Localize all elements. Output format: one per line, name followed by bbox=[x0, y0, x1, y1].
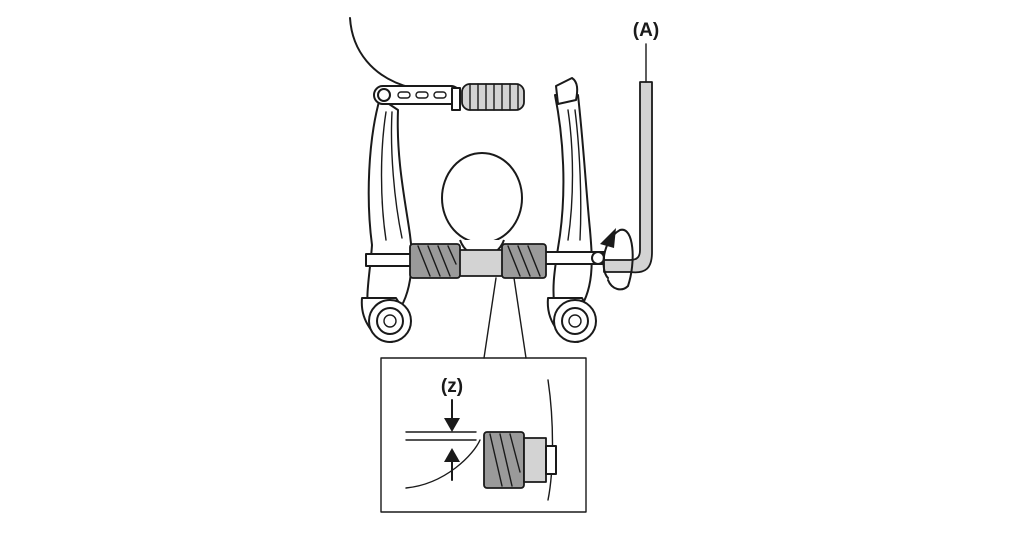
brake-cable bbox=[349, 17, 413, 89]
detail-brake-pad bbox=[483, 431, 557, 489]
left-brake-arm bbox=[366, 97, 413, 319]
tire bbox=[441, 152, 523, 244]
arrows-pointing-together-icon bbox=[444, 399, 460, 481]
label-a: (A) bbox=[633, 20, 659, 41]
curved-arrow-icon bbox=[600, 228, 634, 291]
rubber-boot bbox=[461, 83, 525, 111]
right-pivot-bolt bbox=[553, 299, 597, 343]
rim-band bbox=[457, 249, 505, 277]
pad-bolt-left bbox=[365, 253, 417, 267]
label-z: (z) bbox=[441, 376, 463, 397]
callout-wedge bbox=[483, 277, 527, 359]
left-brake-pad bbox=[409, 243, 461, 279]
right-brake-arm bbox=[552, 94, 593, 315]
cable-clamp-tip bbox=[555, 77, 579, 105]
left-pivot-bolt bbox=[368, 299, 412, 343]
right-brake-pad bbox=[501, 243, 547, 279]
detail-box bbox=[380, 357, 587, 513]
